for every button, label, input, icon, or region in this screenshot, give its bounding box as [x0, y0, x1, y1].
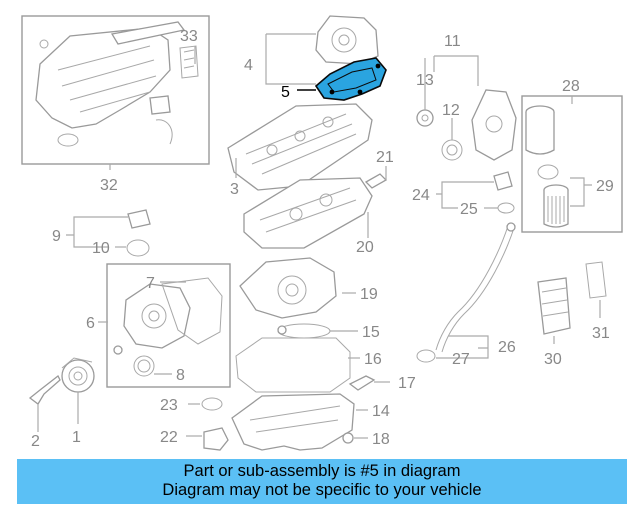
bolt-6-illustration: [113, 345, 123, 355]
callout-22: 22: [160, 429, 178, 446]
callout-16: 16: [364, 351, 382, 368]
callout-32: 32: [100, 177, 118, 194]
info-banner: Part or sub-assembly is #5 in diagram Di…: [17, 459, 627, 504]
callout-30: 30: [544, 351, 562, 368]
callout-20: 20: [356, 239, 374, 256]
callout-2: 2: [31, 433, 40, 450]
callout-23: 23: [160, 397, 178, 414]
callout-21: 21: [376, 149, 394, 166]
cylinder-head-3-illustration: [227, 103, 373, 191]
timing-housing-4-illustration: [315, 15, 379, 65]
ladder-frame-20-illustration: [243, 177, 373, 249]
callout-5: 5: [281, 84, 290, 101]
callout-1: 1: [72, 429, 81, 446]
callout-19: 19: [360, 286, 378, 303]
callout-14: 14: [372, 403, 390, 420]
clip-21-illustration: [364, 173, 388, 189]
callout-27: 27: [452, 351, 470, 368]
cover-19-illustration: [239, 257, 337, 319]
callout-33: 33: [180, 28, 198, 45]
callout-4: 4: [244, 57, 253, 74]
callout-17: 17: [398, 375, 416, 392]
callout-28: 28: [562, 78, 580, 95]
drain-plug-18-illustration: [342, 432, 354, 444]
intake-manifold-group-box: [21, 15, 210, 165]
timing-cover-6-illustration: [123, 283, 191, 349]
gasket-31-illustration: [585, 261, 607, 299]
cap-9-illustration: [127, 209, 151, 229]
timing-cover-group-box: [106, 263, 231, 388]
seal-15-illustration: [277, 323, 331, 339]
sensor-17-illustration: [348, 375, 376, 391]
seal-27-illustration: [416, 349, 436, 363]
callout-labels: 1 2 3 4 5 6 7 8 9 10 11 12 13 14 15 16 1…: [31, 28, 614, 450]
seal-10-illustration: [126, 239, 150, 257]
callout-15: 15: [362, 324, 380, 341]
callout-9: 9: [52, 228, 61, 245]
callout-10: 10: [92, 240, 110, 257]
oil-pan-gasket-16-illustration: [235, 337, 351, 393]
callout-18: 18: [372, 431, 390, 448]
timing-cover-11-illustration: [471, 89, 517, 161]
filter-element-29-illustration: [543, 184, 569, 228]
sensor-24-illustration: [493, 171, 513, 191]
oil-pump-22-illustration: [203, 427, 229, 451]
leader-lines: [37, 33, 601, 439]
seal-23-illustration: [201, 397, 223, 411]
seal-13-illustration: [416, 109, 434, 127]
callout-24: 24: [412, 187, 430, 204]
seal-12-illustration: [441, 139, 463, 161]
highlighted-gasket-5: [314, 57, 387, 101]
seal-29-illustration: [537, 164, 559, 180]
callout-29: 29: [596, 178, 614, 195]
banner-line-1: Part or sub-assembly is #5 in diagram: [183, 462, 461, 480]
callout-7: 7: [146, 275, 155, 292]
oil-cooler-30-illustration: [537, 277, 571, 335]
callout-13: 13: [416, 72, 434, 89]
pulley-1-illustration: [61, 357, 95, 393]
dipstick-tube-26-illustration: [435, 222, 516, 353]
oil-pan-14-illustration: [231, 393, 355, 451]
callout-3: 3: [230, 181, 239, 198]
bolt-2-illustration: [28, 375, 61, 405]
seal-8-illustration: [133, 355, 155, 377]
callout-31: 31: [592, 325, 610, 342]
callout-8: 8: [176, 367, 185, 384]
callout-11: 11: [444, 33, 461, 50]
gasket-33-illustration: [179, 45, 199, 79]
callout-12: 12: [442, 102, 460, 119]
gasket-7-illustration: [161, 277, 223, 345]
callout-26: 26: [498, 339, 516, 356]
filter-housing-28-illustration: [525, 105, 555, 155]
callout-6: 6: [86, 315, 95, 332]
seal-25-illustration: [497, 202, 515, 214]
banner-line-2: Diagram may not be specific to your vehi…: [162, 481, 482, 499]
intake-manifold-illustration: [35, 21, 186, 147]
callout-25: 25: [460, 201, 478, 218]
